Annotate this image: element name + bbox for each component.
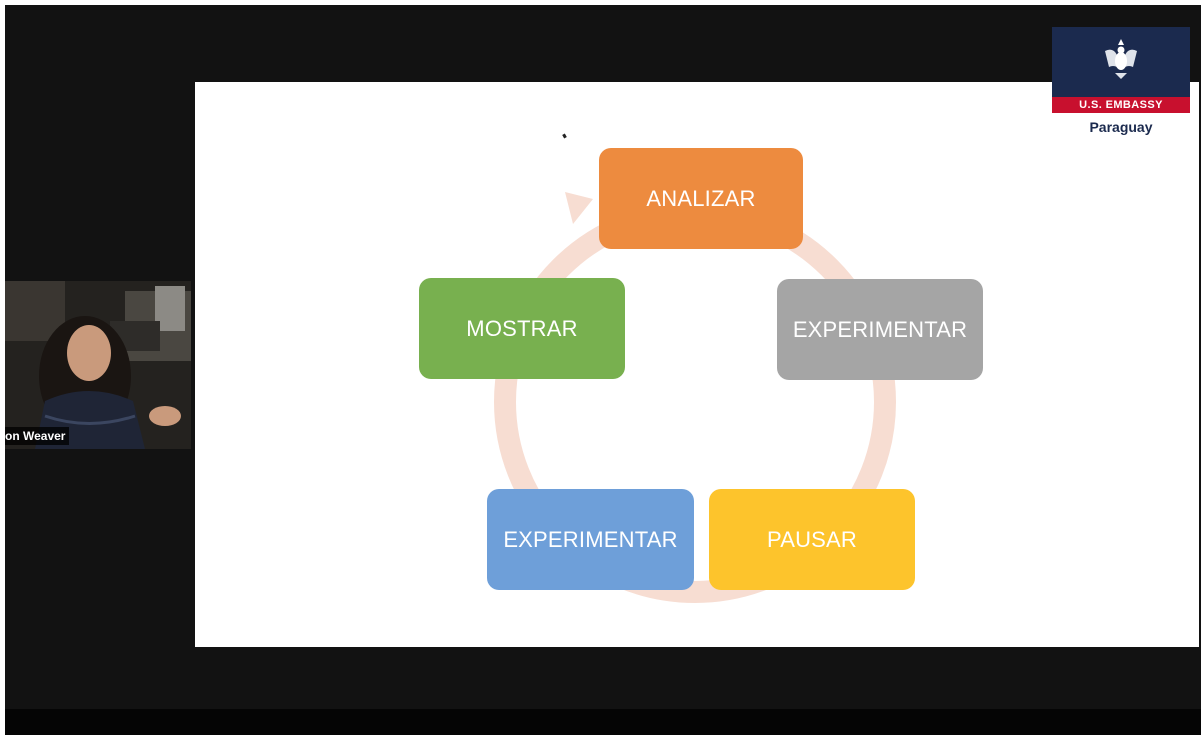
video-call-frame: ANALIZAR EXPERIMENTAR PAUSAR EXPERIMENTA… [5, 5, 1201, 735]
great-seal-icon [1105, 39, 1137, 79]
step-mostrar: MOSTRAR [419, 278, 625, 379]
participant-name-label: on Weaver [5, 427, 70, 445]
step-label: EXPERIMENTAR [792, 316, 968, 342]
step-label: MOSTRAR [466, 315, 578, 341]
embassy-logo: U.S. EMBASSY Paraguay [1052, 27, 1190, 147]
logo-navy-block [1052, 27, 1190, 97]
step-label: PAUSAR [766, 526, 858, 552]
shared-screen-slide: ANALIZAR EXPERIMENTAR PAUSAR EXPERIMENTA… [195, 82, 1199, 647]
embassy-band-text: U.S. EMBASSY [1052, 97, 1190, 113]
step-experimentar-blue: EXPERIMENTAR [487, 489, 694, 590]
step-pausar: PAUSAR [709, 489, 915, 590]
step-experimentar-gray: EXPERIMENTAR [777, 279, 983, 380]
embassy-country: Paraguay [1089, 119, 1153, 135]
step-analizar: ANALIZAR [599, 148, 803, 249]
step-label: EXPERIMENTAR [503, 526, 678, 552]
participant-video-tile[interactable]: on Weaver [5, 281, 191, 449]
step-label: ANALIZAR [646, 185, 756, 211]
participant-video [5, 281, 191, 449]
meeting-bottom-bar [5, 709, 1201, 735]
